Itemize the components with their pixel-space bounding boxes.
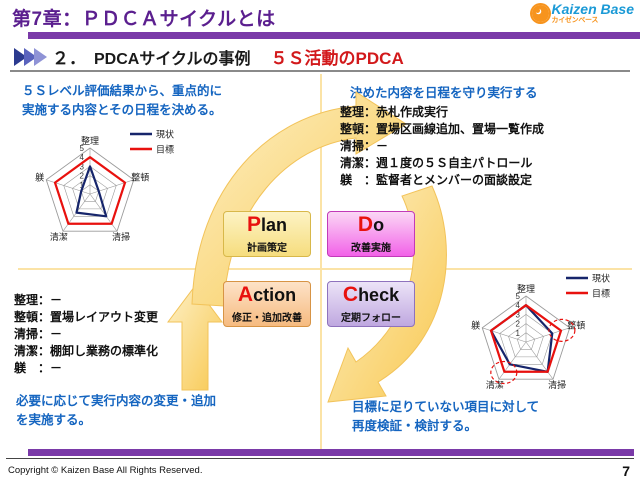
svg-text:3: 3: [516, 310, 521, 319]
pdca-box-check[interactable]: Check 定期フォロー: [327, 281, 415, 327]
section-heading: ２． PDCAサイクルの事例 ５Ｓ活動のPDCA: [14, 44, 404, 69]
page-number: 7: [622, 463, 630, 479]
svg-text:4: 4: [516, 301, 521, 310]
action-word: ction: [253, 285, 297, 305]
check-initial: C: [342, 283, 359, 306]
logo-sub-text: カイゼンベース: [551, 17, 599, 24]
action-subtitle: 修正・追加改善: [232, 313, 302, 324]
check-description: 目標に足りていない項目に対して 再度検証・検討する。: [352, 400, 540, 433]
section-highlight: ５Ｓ活動のPDCA: [270, 49, 404, 68]
svg-text:現状: 現状: [156, 129, 174, 140]
svg-text:清掃: 清掃: [548, 379, 566, 390]
svg-text:2: 2: [80, 172, 85, 181]
svg-text:5: 5: [516, 292, 521, 301]
plan-word: lan: [261, 215, 288, 235]
svg-text:整理: 整理: [81, 135, 99, 146]
svg-text:2: 2: [516, 320, 521, 329]
action-initial: A: [237, 283, 254, 306]
gear-icon: [531, 4, 549, 22]
svg-text:清潔: 清潔: [50, 231, 68, 242]
check-word: heck: [358, 285, 400, 305]
plan-subtitle: 計画策定: [247, 243, 287, 254]
svg-text:3: 3: [80, 162, 85, 171]
vertical-divider: [320, 74, 322, 452]
page-title: 第7章：ＰＤＣＡサイクルとは: [12, 9, 276, 30]
action-description: 必要に応じて実行内容の変更・追加 を実施する。: [16, 394, 217, 427]
svg-text:整頓: 整頓: [567, 320, 585, 331]
plan-description: ５Ｓレベル評価結果から、重点的に 実施する内容とその日程を決める。: [22, 84, 223, 117]
svg-text:躾: 躾: [471, 320, 480, 331]
section-title: PDCAサイクルの事例: [94, 50, 251, 68]
do-description: 決めた内容を日程を守り実行する: [350, 86, 538, 100]
pdca-box-do[interactable]: Do 改善実施: [327, 211, 415, 257]
section-divider: [10, 70, 630, 72]
do-5s-list: 整理：赤札作成実行 整頓：置場区画線追加、置場一覧作成 清掃：－ 清潔：週１度の…: [340, 105, 545, 188]
svg-text:整頓: 整頓: [131, 172, 149, 183]
svg-text:5: 5: [80, 144, 85, 153]
header-purple-bar: [28, 32, 640, 39]
do-subtitle: 改善実施: [351, 243, 391, 254]
logo-main-text: Kaizen Base: [551, 1, 634, 17]
horizontal-divider: [18, 268, 632, 270]
footer-rule: [6, 458, 634, 459]
svg-text:1: 1: [516, 329, 521, 338]
brand-logo: Kaizen Base カイゼンベース: [531, 1, 634, 24]
svg-text:目標: 目標: [592, 288, 610, 299]
triangle-bullet-icon: [14, 47, 47, 66]
svg-text:1: 1: [80, 181, 85, 190]
svg-text:躾: 躾: [35, 172, 44, 183]
svg-text:4: 4: [80, 153, 85, 162]
svg-text:整理: 整理: [517, 283, 535, 294]
svg-text:清潔: 清潔: [486, 379, 504, 390]
pdca-box-action[interactable]: Action 修正・追加改善: [223, 281, 311, 327]
action-5s-list: 整理：－ 整頓：置場レイアウト変更 清掃：－ 清潔：棚卸し業務の標準化 躾 ：－: [14, 293, 159, 376]
copyright-text: Copyright © Kaizen Base All Rights Reser…: [8, 465, 203, 476]
do-initial: D: [357, 213, 374, 236]
check-subtitle: 定期フォロー: [341, 313, 401, 324]
pdca-box-plan[interactable]: Plan 計画策定: [223, 211, 311, 257]
section-number: ２．: [52, 49, 86, 68]
svg-text:清掃: 清掃: [112, 231, 130, 242]
do-word: o: [373, 215, 385, 235]
plan-initial: P: [246, 213, 261, 236]
footer-purple-bar: [28, 449, 634, 456]
svg-text:現状: 現状: [592, 273, 610, 284]
svg-text:目標: 目標: [156, 144, 174, 155]
pdca-cycle-arrows: [167, 91, 447, 403]
